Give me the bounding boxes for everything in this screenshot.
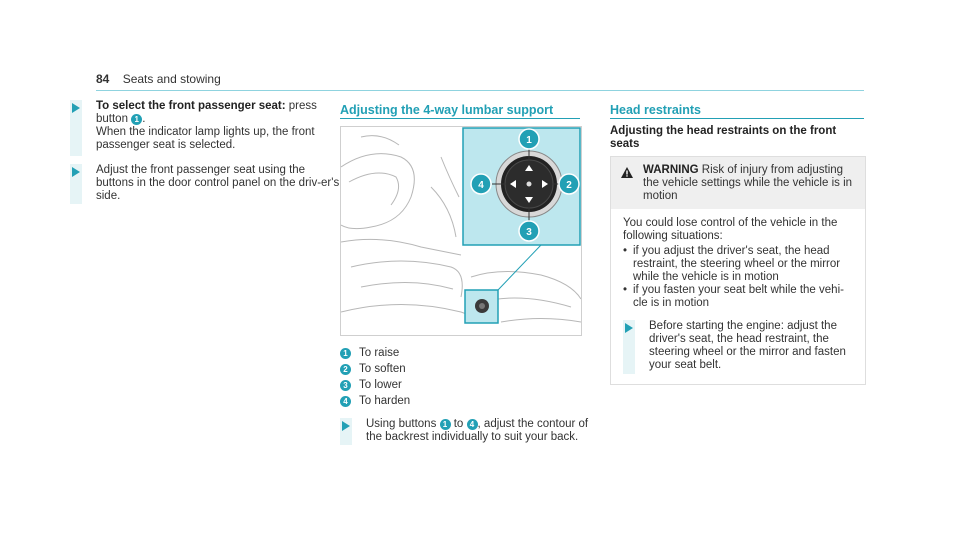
section-title: Seats and stowing xyxy=(122,72,221,86)
warning-bullets: if you adjust the driver's seat, the hea… xyxy=(623,245,855,310)
arrow-right-icon xyxy=(72,167,80,177)
arrow-right-icon xyxy=(72,103,80,113)
warning-label: WARNING xyxy=(643,164,699,176)
page-header: 84 Seats and stowing xyxy=(96,72,221,86)
warning-action-step: Before starting the engine: adjust the d… xyxy=(623,320,867,374)
callout-badge-1: 1 xyxy=(131,114,143,125)
arrow-up-icon xyxy=(525,165,533,171)
seat-line-drawing: 1 2 3 4 xyxy=(341,127,581,324)
warning-bullet: if you fasten your seat belt while the v… xyxy=(623,284,855,310)
warning-triangle-icon xyxy=(621,167,633,178)
diagram-label-3: 3 xyxy=(526,227,532,238)
arrow-down-icon xyxy=(525,197,533,203)
diagram-label-2: 2 xyxy=(566,180,572,191)
warning-bullet: if you adjust the driver's seat, the hea… xyxy=(623,245,855,284)
warning-intro: You could lose control of the vehicle in… xyxy=(623,217,838,242)
lumbar-support-illustration: 1 2 3 4 xyxy=(340,126,582,336)
warning-text: Risk of injury from adjusting the vehicl… xyxy=(643,164,853,202)
arrow-right-icon xyxy=(625,323,633,333)
warning-header: WARNING Risk of injury from adjusting th… xyxy=(611,157,865,209)
head-restraints-rule xyxy=(610,118,864,119)
warning-box: WARNING Risk of injury from adjusting th… xyxy=(610,156,866,385)
step-adjust-passenger-seat: Adjust the front passenger seat using th… xyxy=(70,164,341,204)
warning-body: You could lose control of the vehicle in… xyxy=(611,209,865,374)
step-adjust-contour: Using buttons 1 to 4, adjust the contour… xyxy=(340,418,606,445)
arrow-right-icon xyxy=(342,421,350,431)
diagram-label-1: 1 xyxy=(526,135,532,146)
arrow-left-icon xyxy=(510,180,516,188)
page-number: 84 xyxy=(96,72,110,86)
arrow-right-icon xyxy=(542,180,548,188)
header-divider xyxy=(96,90,864,91)
diagram-label-4: 4 xyxy=(478,180,484,191)
lumbar-section-title: Adjusting the 4-way lumbar support xyxy=(340,103,554,117)
step-select-passenger-seat: To select the front passenger seat: pres… xyxy=(70,100,341,156)
head-restraints-title: Head restraints xyxy=(610,103,702,117)
lumbar-section-rule xyxy=(340,118,580,119)
head-restraints-subtitle: Adjusting the head restraints on the fro… xyxy=(610,125,837,150)
